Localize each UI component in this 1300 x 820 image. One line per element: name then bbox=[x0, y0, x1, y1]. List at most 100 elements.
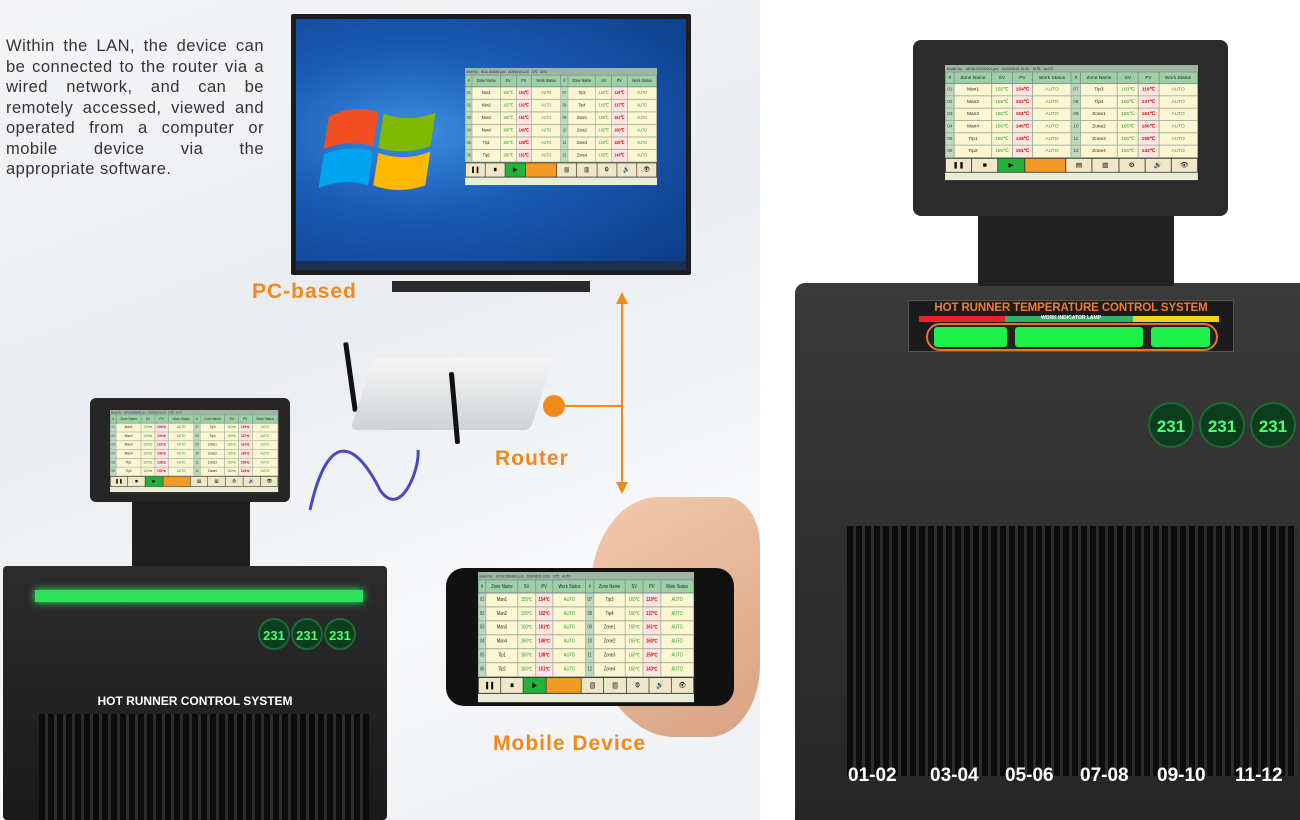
zone-name: Zone3 bbox=[593, 648, 626, 664]
view-button[interactable]: 👁 bbox=[671, 678, 694, 693]
monitor-button[interactable]: ▤ bbox=[557, 163, 577, 177]
settings-button[interactable]: ⚙ bbox=[225, 476, 243, 487]
monitor-button[interactable]: ▤ bbox=[581, 678, 604, 693]
view-button[interactable]: 👁 bbox=[260, 476, 278, 487]
stop-button[interactable]: ■ bbox=[972, 158, 998, 172]
pause-button[interactable]: ❚❚ bbox=[110, 476, 128, 487]
zone-sv: 160℃ bbox=[224, 458, 239, 468]
settings-button[interactable]: ⚙ bbox=[626, 678, 649, 693]
zone-name: Tip3 bbox=[567, 86, 597, 100]
start-button[interactable]: ▶ bbox=[145, 476, 163, 487]
start-button[interactable]: ▶ bbox=[505, 163, 525, 177]
zone-sv: 160℃ bbox=[517, 620, 536, 636]
start-button[interactable]: ▶ bbox=[523, 678, 546, 693]
header-temp: 31℃ bbox=[168, 410, 174, 414]
monitor-button[interactable]: ▤ bbox=[1066, 158, 1092, 172]
settings-button[interactable]: ⚙ bbox=[597, 163, 617, 177]
zone-sv: 160℃ bbox=[1117, 83, 1139, 97]
pause-button[interactable]: ❚❚ bbox=[478, 678, 501, 693]
chart-button[interactable]: ▥ bbox=[577, 163, 597, 177]
zone-name: Man1 bbox=[485, 592, 519, 608]
zone-name: Zone4 bbox=[567, 149, 597, 163]
zone-no: 07 bbox=[585, 592, 595, 608]
button-bar: ❚❚■▶ ▤▥⚙🔊👁 bbox=[110, 476, 279, 487]
zone-sv: 160℃ bbox=[625, 648, 644, 664]
zone-status: AUTO bbox=[626, 136, 657, 150]
pause-button[interactable]: ❚❚ bbox=[945, 158, 972, 172]
zone-status: AUTO bbox=[1032, 95, 1072, 109]
zone-no: 06 bbox=[465, 149, 473, 163]
view-button[interactable]: 👁 bbox=[637, 163, 657, 177]
zone-sv: 155℃ bbox=[500, 86, 517, 100]
chart-button[interactable]: ▥ bbox=[604, 678, 626, 693]
monitor-stand bbox=[392, 281, 590, 292]
zone-sv: 160℃ bbox=[1117, 95, 1139, 109]
alarm-button[interactable]: 🔊 bbox=[1145, 158, 1171, 172]
zone-sv: 165℃ bbox=[595, 111, 612, 125]
pause-button[interactable]: ❚❚ bbox=[465, 163, 485, 177]
zone-pv: 161℃ bbox=[535, 620, 554, 636]
header-mode: AUTO bbox=[539, 69, 548, 74]
intro-text: Within the LAN, the device can be connec… bbox=[6, 37, 264, 178]
network-cable bbox=[308, 292, 628, 511]
view-button[interactable]: 👁 bbox=[1171, 158, 1198, 172]
work-indicator-lamp bbox=[926, 323, 1218, 351]
chart-button[interactable]: ▥ bbox=[208, 476, 226, 487]
zone-sv: 160℃ bbox=[595, 86, 612, 100]
header-mode: AUTO bbox=[1043, 66, 1054, 71]
zone-pv: 159℃ bbox=[1137, 132, 1160, 146]
stop-button[interactable]: ■ bbox=[501, 678, 523, 693]
zone-status: AUTO bbox=[660, 662, 695, 678]
header-file: MOULD0000001.prd bbox=[496, 573, 524, 579]
start-button[interactable]: ▶ bbox=[998, 158, 1024, 172]
header-model: Model No. bbox=[466, 69, 479, 74]
stop-button[interactable]: ■ bbox=[128, 476, 145, 487]
alarm-button[interactable]: 🔊 bbox=[617, 163, 637, 177]
header-mode: AUTO bbox=[175, 410, 183, 414]
header-file: MOULD0000001.prd bbox=[124, 410, 146, 414]
zone-status: AUTO bbox=[552, 648, 587, 664]
settings-button[interactable]: ⚙ bbox=[1118, 158, 1145, 172]
zone-status: AUTO bbox=[168, 466, 195, 477]
zone-no: 02 bbox=[110, 431, 117, 442]
zone-status: AUTO bbox=[552, 606, 587, 622]
monitor-button[interactable]: ▤ bbox=[190, 476, 208, 487]
zone-no: 04 bbox=[945, 120, 955, 134]
chart-button[interactable]: ▥ bbox=[1092, 158, 1119, 172]
alarm-button[interactable]: 🔊 bbox=[649, 678, 671, 693]
zone-no: 01 bbox=[478, 592, 487, 608]
alarm-button[interactable]: 🔊 bbox=[243, 476, 261, 487]
stop-button[interactable]: ■ bbox=[485, 163, 505, 177]
machine-title: HOT RUNNER CONTROL SYSTEM bbox=[97, 694, 293, 708]
